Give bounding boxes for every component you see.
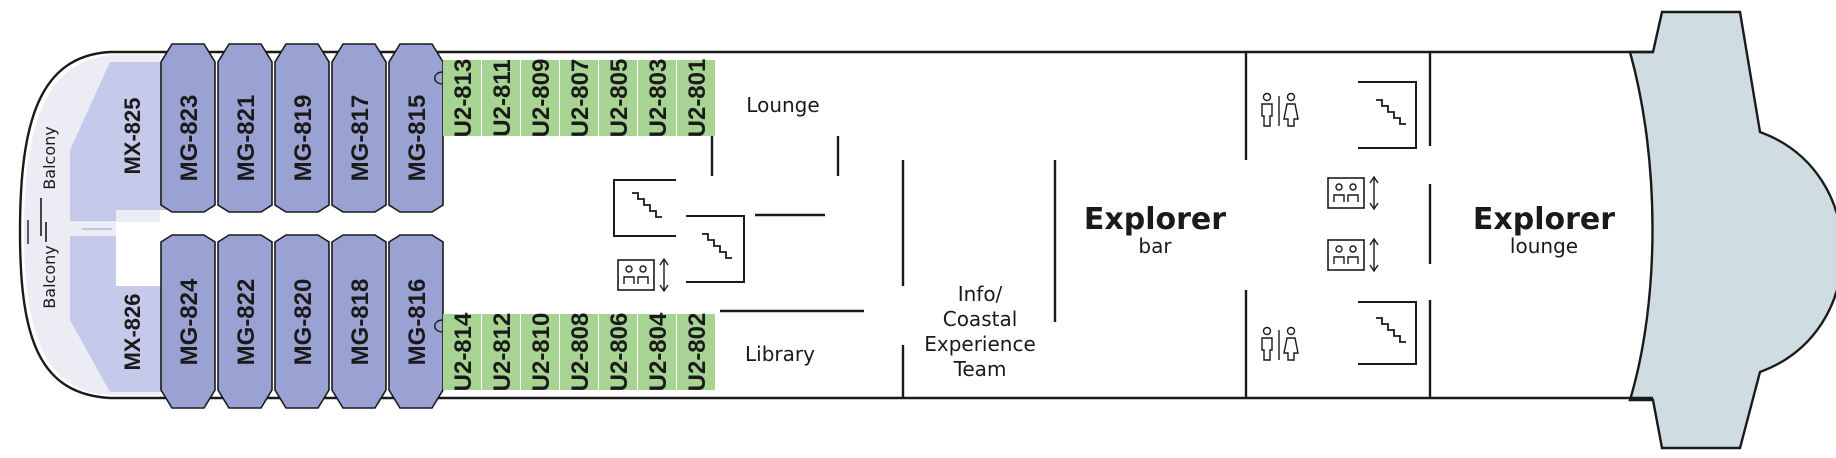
cabin-label: U2-803	[645, 59, 672, 138]
cabin-label: U2-812	[489, 313, 516, 392]
suite-label: MG-816	[404, 279, 431, 366]
cabin-u2-803[interactable]	[638, 60, 676, 136]
info-line: Coastal	[943, 307, 1018, 331]
cabin-u2-814[interactable]	[443, 314, 481, 390]
suite-mx-826[interactable]	[70, 236, 170, 392]
suite-mg-822[interactable]	[217, 234, 273, 409]
suite-mg-815[interactable]	[388, 43, 444, 213]
cabin-label: U2-809	[528, 59, 555, 138]
elevator-icon	[1327, 237, 1379, 273]
elevator-icon	[617, 257, 669, 293]
interior-walls	[710, 52, 1432, 398]
library-label: Library	[745, 342, 815, 366]
cabin-label: U2-805	[606, 59, 633, 138]
suite-label: MG-818	[347, 279, 374, 366]
stairs-icon	[1358, 301, 1417, 365]
suite-label: MG-823	[176, 95, 203, 182]
cabin-u2-811[interactable]	[482, 60, 520, 136]
cabin-u2-802[interactable]	[677, 314, 715, 390]
suite-label: MG-821	[233, 95, 260, 182]
cabin-label: U2-810	[528, 313, 555, 392]
cabin-label: U2-806	[606, 313, 633, 392]
balcony-label-right: Balcony	[40, 126, 59, 189]
cabin-label: U2-813	[450, 59, 477, 138]
explorer-lounge-sub: lounge	[1510, 234, 1578, 258]
cabin-label: U2-801	[684, 59, 711, 138]
info-line: Team	[953, 357, 1007, 381]
suites-bottom-row	[160, 234, 444, 409]
cabins-top-row	[443, 60, 715, 136]
suite-mg-818[interactable]	[331, 234, 387, 409]
suite-label: MX-826	[120, 293, 145, 370]
cabin-u2-808[interactable]	[560, 314, 598, 390]
cabins-bottom-row	[443, 314, 715, 390]
elevator-icon	[1327, 175, 1379, 211]
bow-area	[1628, 10, 1836, 450]
suite-label: MG-817	[347, 95, 374, 182]
cabin-u2-809[interactable]	[521, 60, 559, 136]
stairs-icon	[686, 215, 745, 283]
suite-mg-819[interactable]	[274, 43, 330, 213]
suite-label: MG-819	[290, 95, 317, 182]
cabin-label: U2-807	[567, 59, 594, 138]
suite-label: MG-824	[176, 278, 203, 365]
balcony-label-left: Balcony	[40, 245, 59, 308]
cabin-u2-806[interactable]	[599, 314, 637, 390]
cabin-label: U2-802	[684, 313, 711, 392]
cabin-label: U2-814	[450, 312, 477, 391]
suite-mg-824[interactable]	[160, 234, 216, 409]
suite-mx-825[interactable]	[70, 62, 170, 222]
suite-mg-823[interactable]	[160, 43, 216, 213]
cabin-u2-810[interactable]	[521, 314, 559, 390]
suite-mg-821[interactable]	[217, 43, 273, 213]
cabin-label: U2-808	[567, 313, 594, 392]
info-line: Info/	[958, 282, 1003, 306]
info-line: Experience	[924, 332, 1036, 356]
cabin-u2-812[interactable]	[482, 314, 520, 390]
cabin-label: U2-811	[489, 59, 516, 136]
cabin-u2-813[interactable]	[443, 60, 481, 136]
info-coastal-experience-team: Info/ Coastal Experience Team	[924, 282, 1036, 381]
lounge-label: Lounge	[746, 93, 819, 117]
cabin-u2-801[interactable]	[677, 60, 715, 136]
restroom-icon	[1261, 326, 1299, 361]
cabin-label: U2-804	[645, 312, 672, 391]
suite-label: MG-822	[233, 279, 260, 366]
suite-label: MG-815	[404, 95, 431, 182]
explorer-bar-title: Explorer	[1084, 202, 1226, 237]
hull-outline	[18, 50, 1653, 400]
cabin-u2-805[interactable]	[599, 60, 637, 136]
restroom-icon	[1261, 92, 1299, 127]
suites-top-row	[160, 43, 444, 213]
suite-label: MX-825	[120, 97, 145, 174]
suite-label: MG-820	[290, 279, 317, 366]
explorer-lounge-title: Explorer	[1473, 202, 1615, 237]
cabin-u2-804[interactable]	[638, 314, 676, 390]
suite-mg-820[interactable]	[274, 234, 330, 409]
suite-mg-817[interactable]	[331, 43, 387, 213]
stairs-icon	[613, 179, 676, 237]
cabin-u2-807[interactable]	[560, 60, 598, 136]
explorer-bar-sub: bar	[1138, 234, 1172, 258]
stairs-icon	[1358, 81, 1417, 149]
